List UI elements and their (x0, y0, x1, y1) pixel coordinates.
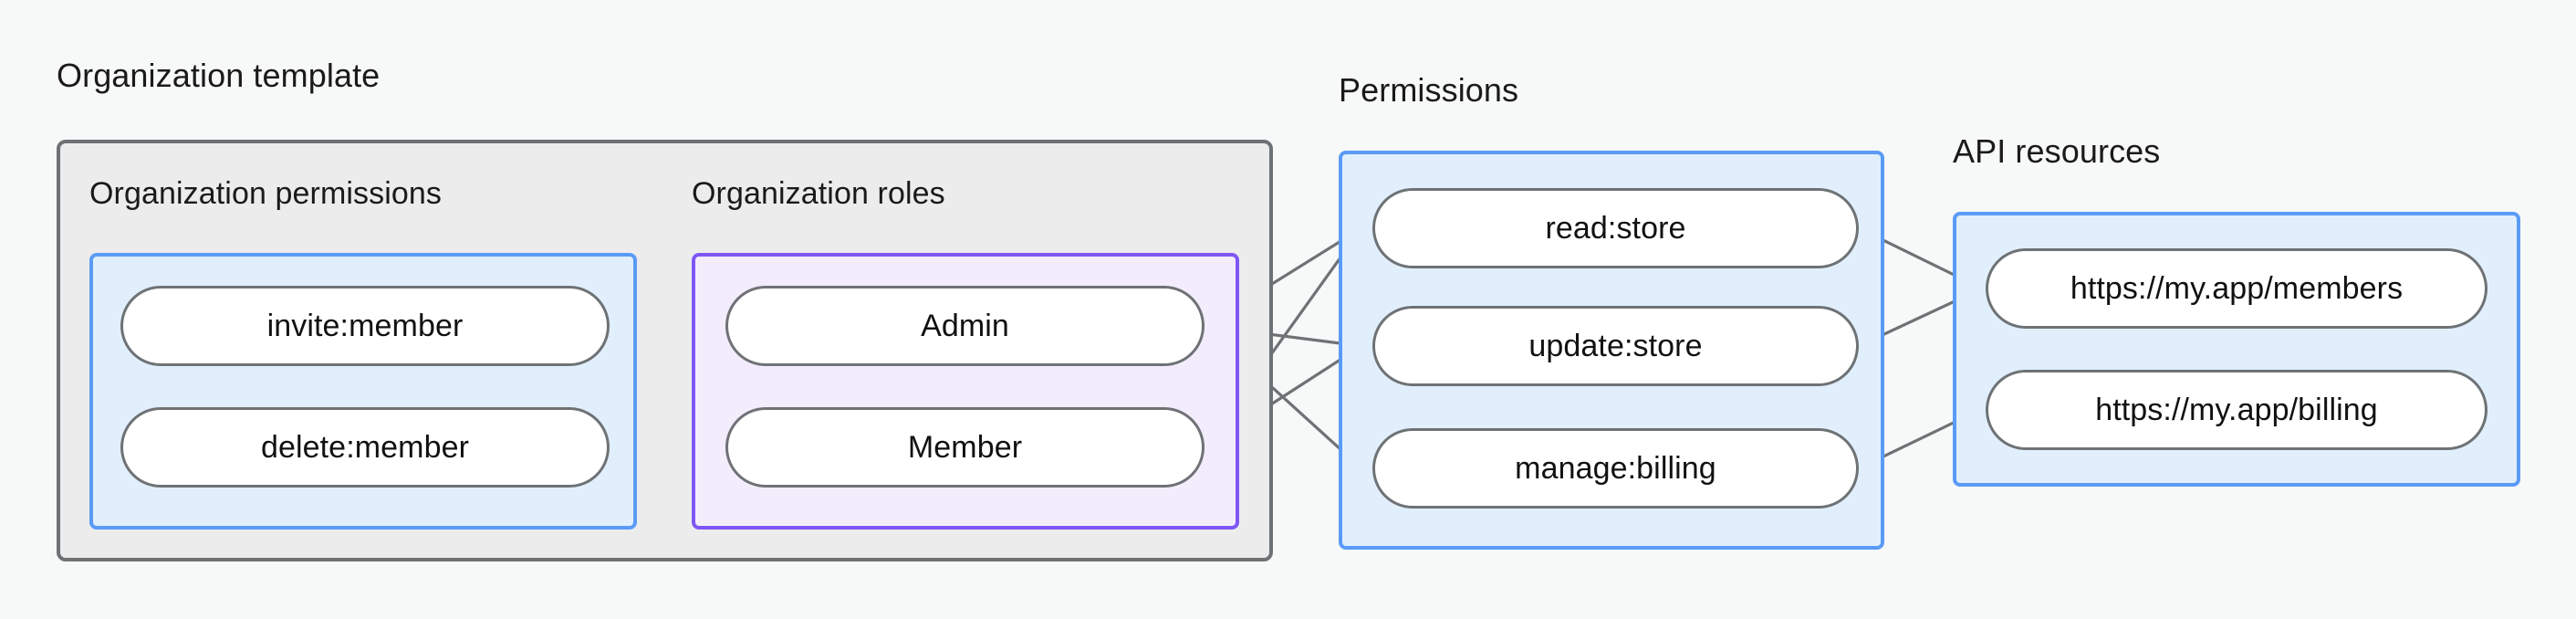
node-admin[interactable]: Admin (725, 286, 1205, 366)
title-organization-template: Organization template (57, 57, 381, 94)
node-manage-billing-label: manage:billing (1515, 450, 1716, 486)
node-admin-label: Admin (921, 308, 1009, 343)
node-update-store[interactable]: update:store (1372, 306, 1859, 386)
title-permissions: Permissions (1339, 71, 1519, 109)
node-billing-url[interactable]: https://my.app/billing (1986, 370, 2487, 450)
title-organization-permissions: Organization permissions (89, 176, 443, 211)
node-invite-member-label: invite:member (266, 308, 464, 343)
node-delete-member-label: delete:member (260, 429, 470, 465)
node-read-store[interactable]: read:store (1372, 188, 1859, 268)
node-update-store-label: update:store (1528, 328, 1703, 363)
title-api-resources: API resources (1953, 132, 2161, 170)
node-member-label: Member (907, 429, 1023, 465)
node-delete-member[interactable]: delete:member (120, 407, 610, 488)
node-billing-url-label: https://my.app/billing (2095, 392, 2378, 427)
node-member[interactable]: Member (725, 407, 1205, 488)
title-organization-roles: Organization roles (692, 176, 945, 211)
node-invite-member[interactable]: invite:member (120, 286, 610, 366)
node-manage-billing[interactable]: manage:billing (1372, 428, 1859, 509)
node-members-url-label: https://my.app/members (2070, 270, 2404, 306)
node-members-url[interactable]: https://my.app/members (1986, 248, 2487, 329)
node-read-store-label: read:store (1545, 210, 1686, 246)
